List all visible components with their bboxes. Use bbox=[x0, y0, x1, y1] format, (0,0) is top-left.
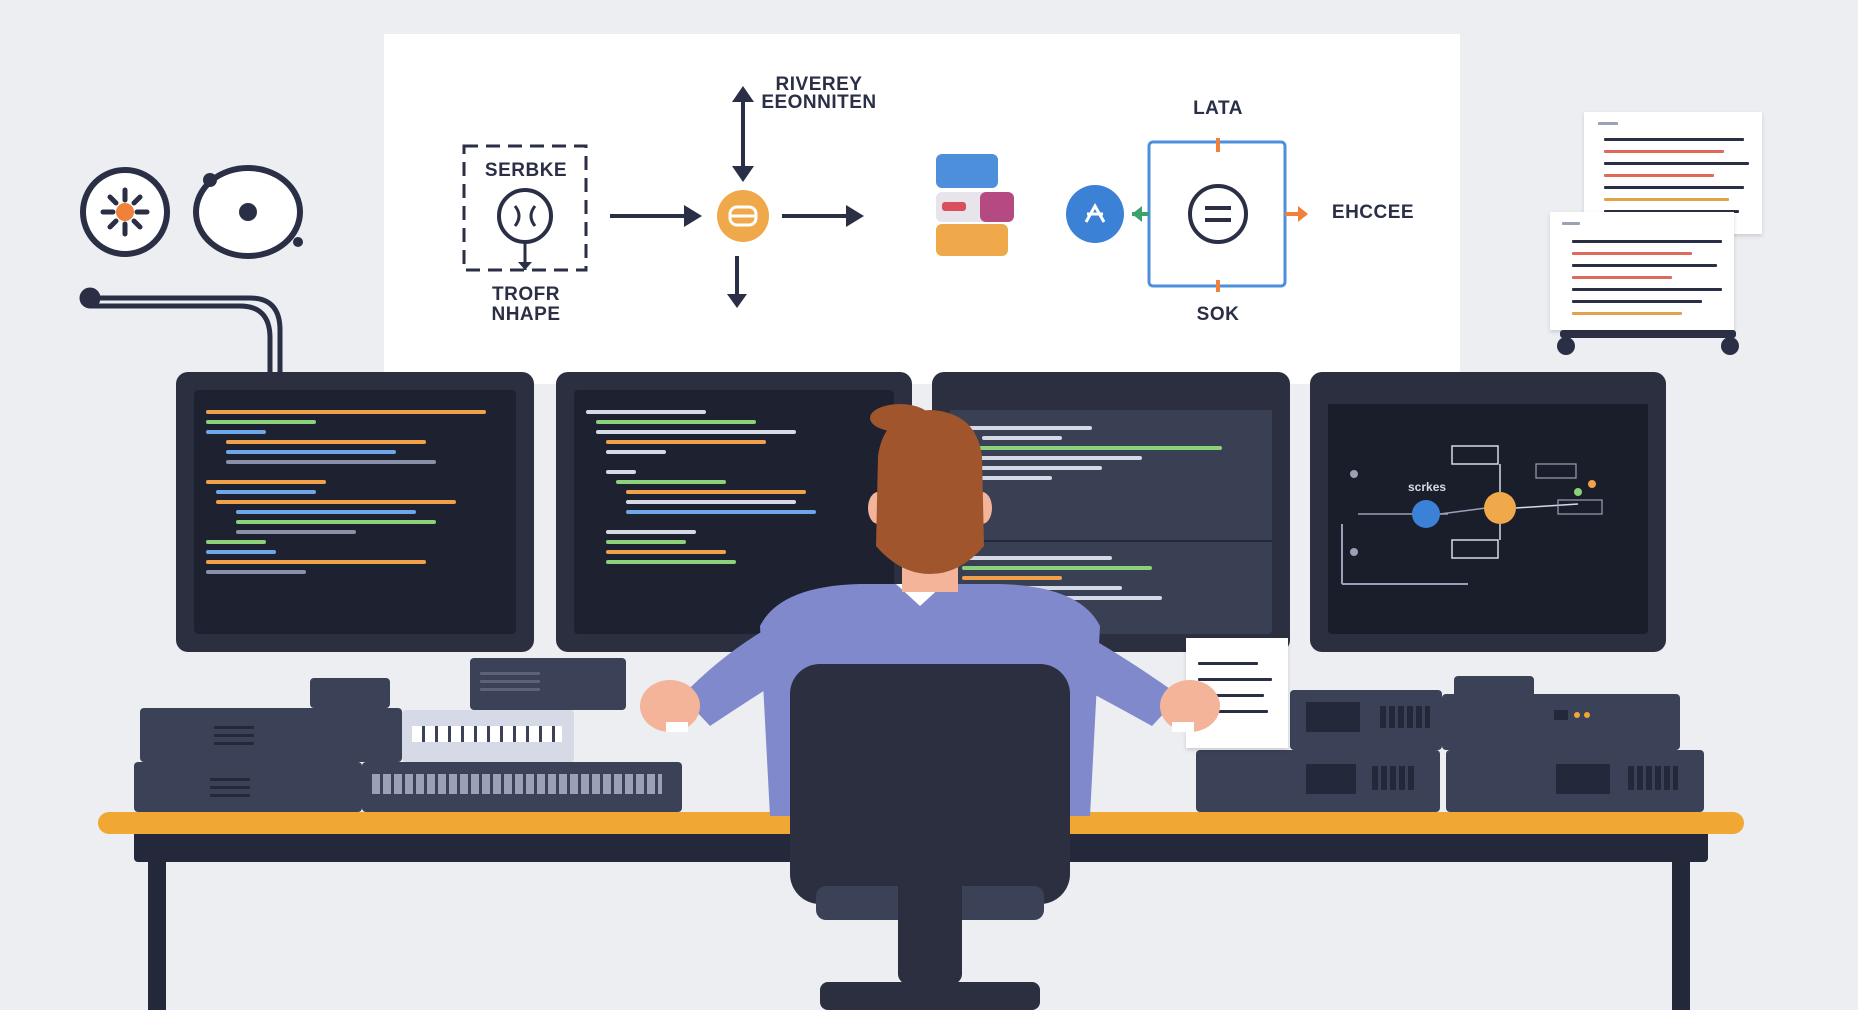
arrow-to-router bbox=[610, 205, 702, 227]
right-hand bbox=[1160, 680, 1220, 732]
terminal-window bbox=[950, 390, 1272, 634]
monitor-1 bbox=[176, 372, 534, 652]
server-unit-left-bottom bbox=[134, 762, 362, 812]
server-unit-right-1 bbox=[1290, 690, 1442, 750]
diagram-board: SERBKE TROFR NHAPE RIVEREY EEONNITEN LAT… bbox=[384, 34, 1460, 384]
node-graph bbox=[1341, 445, 1603, 585]
data-label: LATA bbox=[1193, 98, 1243, 119]
monitor-4: scrkes bbox=[1310, 372, 1666, 652]
blue-node-icon bbox=[1066, 185, 1124, 243]
router-box bbox=[470, 658, 626, 710]
database-stack-icon bbox=[936, 154, 1014, 256]
document-front bbox=[1550, 212, 1734, 330]
document-stand bbox=[1557, 330, 1739, 355]
desk-leg-right bbox=[1672, 862, 1690, 1010]
server-unit-right-4 bbox=[1446, 750, 1704, 812]
terminal-top-pane bbox=[962, 420, 1252, 486]
server-unit-right-2 bbox=[1442, 694, 1680, 750]
graph-titlebar bbox=[1328, 390, 1648, 404]
source-box-label: SERBKE bbox=[484, 160, 568, 181]
eye-icon bbox=[193, 165, 303, 259]
graph-node-label: scrkes bbox=[1408, 480, 1447, 494]
device-cap-right bbox=[1454, 676, 1534, 698]
loop-node-icon bbox=[1132, 138, 1308, 292]
source-box bbox=[462, 144, 588, 272]
left-decor bbox=[79, 165, 303, 380]
person-head bbox=[868, 404, 992, 592]
bottom-label: SOK bbox=[1196, 304, 1240, 325]
terminal-titlebar bbox=[950, 390, 1272, 410]
arrow-to-database bbox=[782, 205, 864, 227]
router-icon bbox=[717, 190, 769, 242]
office-chair bbox=[790, 664, 1070, 1010]
source-caption-line2: NHAPE bbox=[491, 304, 561, 325]
desk-leg-left bbox=[148, 862, 166, 1010]
graph-blue-node bbox=[1412, 500, 1440, 528]
server-unit-left-top bbox=[140, 708, 402, 762]
graph-orange-node bbox=[1484, 492, 1516, 524]
router-label-line2: EEONNITEN bbox=[761, 92, 877, 113]
cable-icon bbox=[79, 287, 283, 380]
graph-view: scrkes bbox=[1328, 390, 1648, 634]
server-unit-right-3 bbox=[1196, 750, 1440, 812]
arrow-up-down bbox=[727, 86, 754, 308]
network-switch bbox=[402, 710, 574, 762]
person-at-desk bbox=[640, 404, 1220, 1010]
diagram-canvas bbox=[462, 86, 1308, 308]
left-hand bbox=[640, 680, 700, 732]
device-cap bbox=[310, 678, 390, 708]
code-editor-1 bbox=[194, 390, 516, 634]
output-label: EHCCEE bbox=[1331, 202, 1415, 223]
source-caption-line1: TROFR bbox=[492, 284, 560, 305]
person-hair bbox=[876, 410, 984, 574]
gear-icon bbox=[80, 167, 170, 257]
patch-panel bbox=[362, 762, 682, 812]
router-label-line1: RIVEREY bbox=[775, 74, 863, 95]
source-icon bbox=[497, 188, 553, 270]
